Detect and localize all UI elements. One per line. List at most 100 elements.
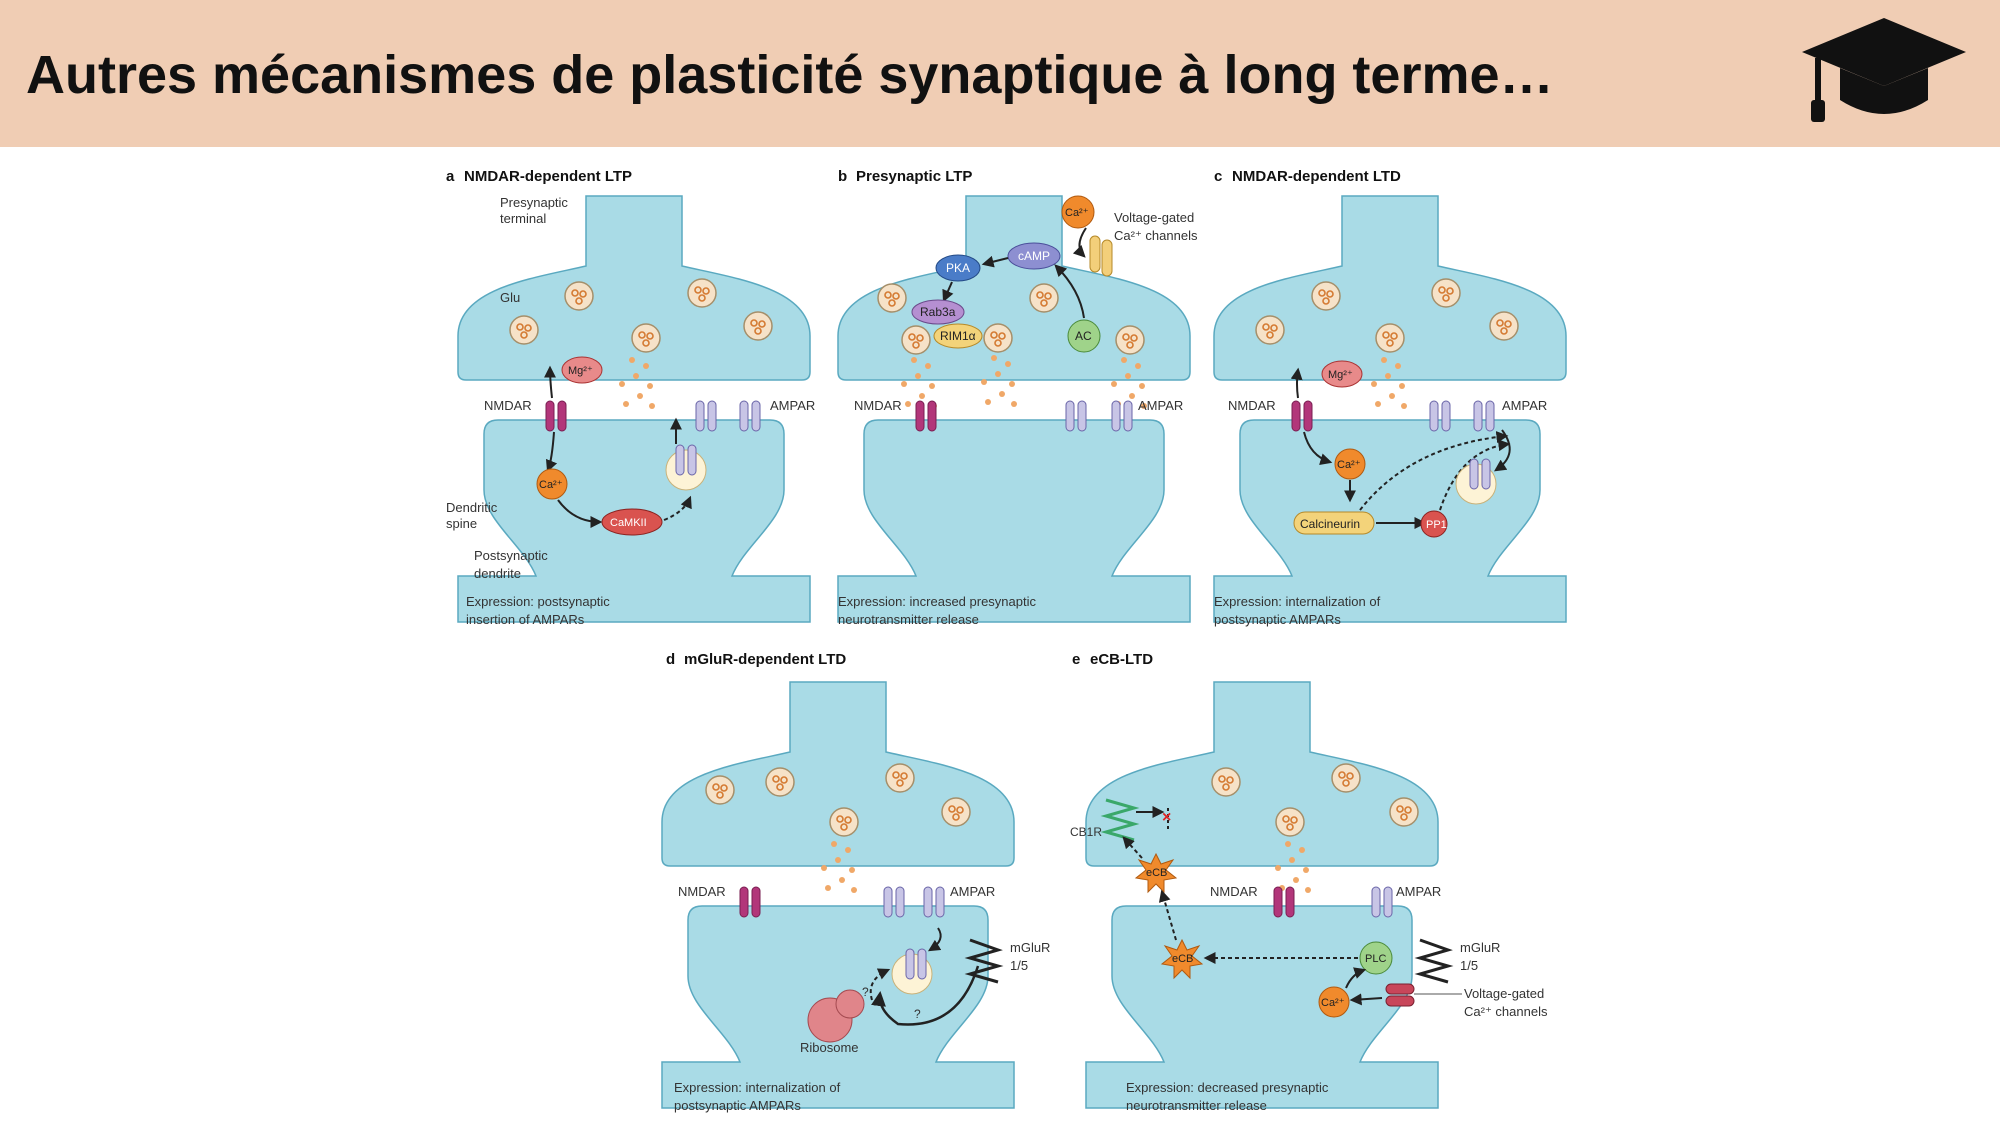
- question-mark: ?: [914, 1007, 921, 1021]
- postsynaptic-spine: [1213, 419, 1567, 623]
- panel-a-expression: insertion of AMPARs: [466, 612, 585, 627]
- vesicle: [1275, 807, 1305, 837]
- panel-a: a NMDAR-dependent LTP Presynaptic termin…: [446, 168, 815, 627]
- postsynaptic-spine: [1085, 905, 1439, 1109]
- calcium-ion: [1318, 986, 1350, 1018]
- panel-e: e eCB-LTD CB1R × eCB NMDAR AMPAR eCB PLC…: [1070, 651, 1548, 1113]
- panel-d-expression: postsynaptic AMPARs: [674, 1098, 801, 1113]
- mglur-receptor: [1418, 938, 1450, 984]
- glu-label: Glu: [500, 290, 520, 305]
- calcium-ion: [1334, 448, 1366, 480]
- calcineurin-enzyme: [1293, 511, 1375, 535]
- panel-a-expression: Expression: postsynaptic: [466, 594, 610, 609]
- cb1r-label: CB1R: [1070, 825, 1102, 839]
- camkii-label: CaMKII: [610, 517, 647, 529]
- nmdar-label: NMDAR: [854, 398, 902, 413]
- ca-label: Ca²⁺: [539, 479, 563, 491]
- panel-a-letter: a: [446, 168, 455, 185]
- postsynaptic-spine: [837, 419, 1191, 623]
- vesicle: [877, 283, 907, 313]
- header-bar: Autres mécanismes de plasticité synaptiq…: [0, 0, 2000, 147]
- synaptic-plasticity-figure: a NMDAR-dependent LTP Presynaptic termin…: [446, 168, 1567, 1113]
- calcineurin-label: Calcineurin: [1300, 517, 1360, 531]
- vesicle: [765, 767, 795, 797]
- vgcc-label: Voltage-gated: [1464, 986, 1544, 1001]
- ampar-label: AMPAR: [950, 884, 995, 899]
- vesicle: [1029, 283, 1059, 313]
- nmdar-label: NMDAR: [484, 398, 532, 413]
- ca-label: Ca²⁺: [1065, 207, 1089, 219]
- vesicle: [564, 281, 594, 311]
- vgcc-channel: [1385, 983, 1415, 995]
- vesicle: [1311, 281, 1341, 311]
- panel-e-title: eCB-LTD: [1090, 651, 1153, 668]
- rim1a-protein: [933, 323, 983, 349]
- postsynaptic-dendrite-label: dendrite: [474, 566, 521, 581]
- mg-label: Mg²⁺: [1328, 369, 1353, 381]
- mglur-label: 1/5: [1010, 958, 1028, 973]
- rab3a-label: Rab3a: [920, 305, 956, 319]
- pka-enzyme: [935, 254, 981, 282]
- panel-d-letter: d: [666, 651, 675, 668]
- panel-d: d mGluR-dependent LTD NMDAR AMPAR mGluR …: [661, 651, 1050, 1113]
- vesicle: [743, 311, 773, 341]
- panel-b: b Presynaptic LTP Ca²⁺ Voltage-gated Ca²…: [837, 168, 1198, 627]
- panel-e-expression: Expression: decreased presynaptic: [1126, 1080, 1329, 1095]
- vesicle: [1255, 315, 1285, 345]
- vesicle: [983, 323, 1013, 353]
- vesicle: [705, 775, 735, 805]
- vgcc-label: Voltage-gated: [1114, 210, 1194, 225]
- ecb-label: eCB: [1146, 867, 1167, 879]
- ampar-label: AMPAR: [1138, 398, 1183, 413]
- panel-b-title: Presynaptic LTP: [856, 168, 972, 185]
- svg-text:×: ×: [1162, 809, 1171, 826]
- vesicle: [1431, 278, 1461, 308]
- cb1r-receptor: [1100, 798, 1140, 842]
- question-mark: ?: [862, 985, 869, 999]
- vgcc-label: Ca²⁺ channels: [1114, 228, 1198, 243]
- ribosome-icon: [835, 989, 865, 1019]
- vgcc-channel: [1385, 995, 1415, 1007]
- vesicle: [1375, 323, 1405, 353]
- rab3a-protein: [911, 299, 965, 325]
- ca-label: Ca²⁺: [1321, 997, 1345, 1009]
- nmdar-label: NMDAR: [1228, 398, 1276, 413]
- vgcc-channel: [1101, 239, 1113, 277]
- vesicle: [941, 797, 971, 827]
- panel-c-letter: c: [1214, 168, 1222, 185]
- plc-label: PLC: [1365, 953, 1386, 965]
- vesicle: [1115, 325, 1145, 355]
- panel-c: c NMDAR-dependent LTD NMDAR AMPAR Mg²⁺ C…: [1213, 168, 1567, 627]
- vesicle: [901, 325, 931, 355]
- camp-molecule: [1007, 242, 1061, 270]
- pp1-label: PP1: [1426, 519, 1447, 531]
- vesicle: [1489, 311, 1519, 341]
- vgcc-label: Ca²⁺ channels: [1464, 1004, 1548, 1019]
- vesicle: [1389, 797, 1419, 827]
- page-title: Autres mécanismes de plasticité synaptiq…: [26, 45, 1554, 105]
- calcium-ion: [536, 468, 568, 500]
- presynaptic-terminal-label: Presynaptic: [500, 195, 568, 210]
- vgcc-channel: [1089, 235, 1101, 273]
- mglur-label: mGluR: [1010, 940, 1050, 955]
- vesicle: [631, 323, 661, 353]
- panel-b-expression: neurotransmitter release: [838, 612, 979, 627]
- ca-label: Ca²⁺: [1337, 459, 1361, 471]
- presynaptic-terminal-label: terminal: [500, 211, 546, 226]
- presynaptic-terminal: [661, 681, 1015, 867]
- vesicle: [829, 807, 859, 837]
- nmdar-label: NMDAR: [1210, 884, 1258, 899]
- pp1-enzyme: [1420, 510, 1448, 538]
- ampar-label: AMPAR: [770, 398, 815, 413]
- postsynaptic-dendrite-label: Postsynaptic: [474, 548, 548, 563]
- rim1a-label: RIM1α: [940, 329, 976, 343]
- calcium-ion: [1061, 195, 1095, 229]
- panel-c-title: NMDAR-dependent LTD: [1232, 168, 1401, 185]
- camp-label: cAMP: [1018, 249, 1050, 263]
- panel-b-letter: b: [838, 168, 847, 185]
- panel-d-title: mGluR-dependent LTD: [684, 651, 846, 668]
- panel-d-expression: Expression: internalization of: [674, 1080, 841, 1095]
- camkii-enzyme: [601, 508, 663, 536]
- vesicle: [885, 763, 915, 793]
- ampar-label: AMPAR: [1396, 884, 1441, 899]
